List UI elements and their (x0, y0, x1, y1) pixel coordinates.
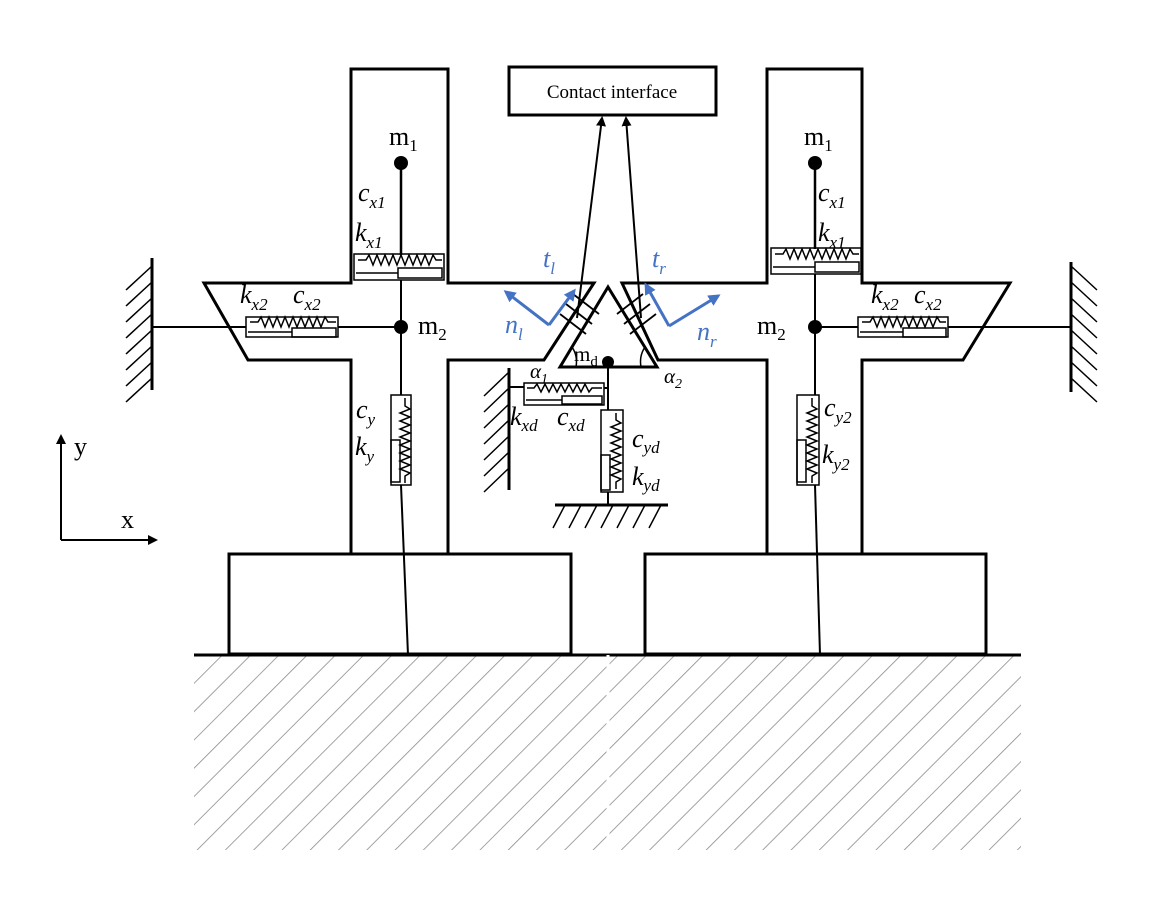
nl-label: nl (505, 310, 523, 344)
right-contact-pointer (621, 116, 642, 319)
alpha2-label: α2 (664, 364, 682, 392)
left-ky-label: ky (355, 432, 375, 466)
nl-vector (503, 290, 550, 327)
right-cx2-label: cx2 (914, 280, 942, 314)
right-kx1-label: kx1 (818, 218, 846, 252)
left-tooth-outline (201, 67, 597, 554)
right-ky2-spring-damper (796, 394, 820, 486)
coordinate-axes: y x (56, 432, 158, 545)
kxd-label: kxd (510, 402, 538, 435)
contact-vectors (503, 282, 721, 328)
right-kx1-spring-damper (770, 246, 862, 275)
kyd-label: kyd (632, 462, 660, 495)
left-cy-label: cy (356, 395, 376, 429)
right-cy2-label: cy2 (824, 393, 852, 427)
contact-interface-label: Contact interface (547, 82, 677, 103)
left-m2-point (394, 320, 408, 334)
md-label: md (574, 342, 598, 370)
alpha1-label: α1 (530, 359, 548, 387)
left-contact-pointer (576, 116, 606, 319)
left-m1-point (394, 156, 408, 170)
y-axis-label: y (74, 432, 87, 461)
left-wall-hatch (125, 265, 153, 403)
cxd-label: cxd (557, 402, 585, 435)
right-tooth-outline (619, 67, 1013, 554)
x-axis-label: x (121, 505, 134, 534)
kyd-spring-damper (600, 409, 624, 493)
right-cx1-label: cx1 (818, 178, 846, 212)
right-m1-label: m1 (804, 122, 833, 155)
right-base-block (643, 552, 988, 656)
middle-disk-assembly (483, 116, 668, 529)
left-base-block (227, 552, 573, 656)
right-m2-label: m2 (757, 311, 786, 344)
right-structure (619, 67, 1098, 656)
tl-vector (547, 288, 576, 326)
ground (194, 653, 1021, 850)
left-cx2-label: cx2 (293, 280, 321, 314)
left-kx1-label: kx1 (355, 218, 383, 252)
left-kx2-label: kx2 (240, 280, 268, 314)
left-ky-spring-damper (390, 394, 413, 486)
left-kx1-spring-damper (353, 252, 445, 281)
left-m2-label: m2 (418, 311, 447, 344)
tr-vector (644, 282, 671, 327)
left-structure (125, 67, 597, 656)
right-ky2-label: ky2 (822, 440, 850, 474)
left-m1-label: m1 (389, 122, 418, 155)
contact-interface-box: Contact interface (507, 65, 718, 117)
left-kx2-spring-damper (245, 314, 339, 338)
right-kx2-label: kx2 (871, 280, 899, 314)
tr-label: tr (652, 244, 666, 278)
right-kx2-spring-damper (857, 314, 949, 338)
left-cx1-label: cx1 (358, 178, 386, 212)
nr-vector (668, 294, 721, 328)
nr-label: nr (697, 317, 717, 351)
kxd-spring-damper (509, 382, 608, 406)
tl-label: tl (543, 244, 555, 278)
right-m2-point (808, 320, 822, 334)
right-m1-point (808, 156, 822, 170)
right-wall-hatch (1070, 265, 1098, 403)
cyd-label: cyd (632, 424, 660, 457)
